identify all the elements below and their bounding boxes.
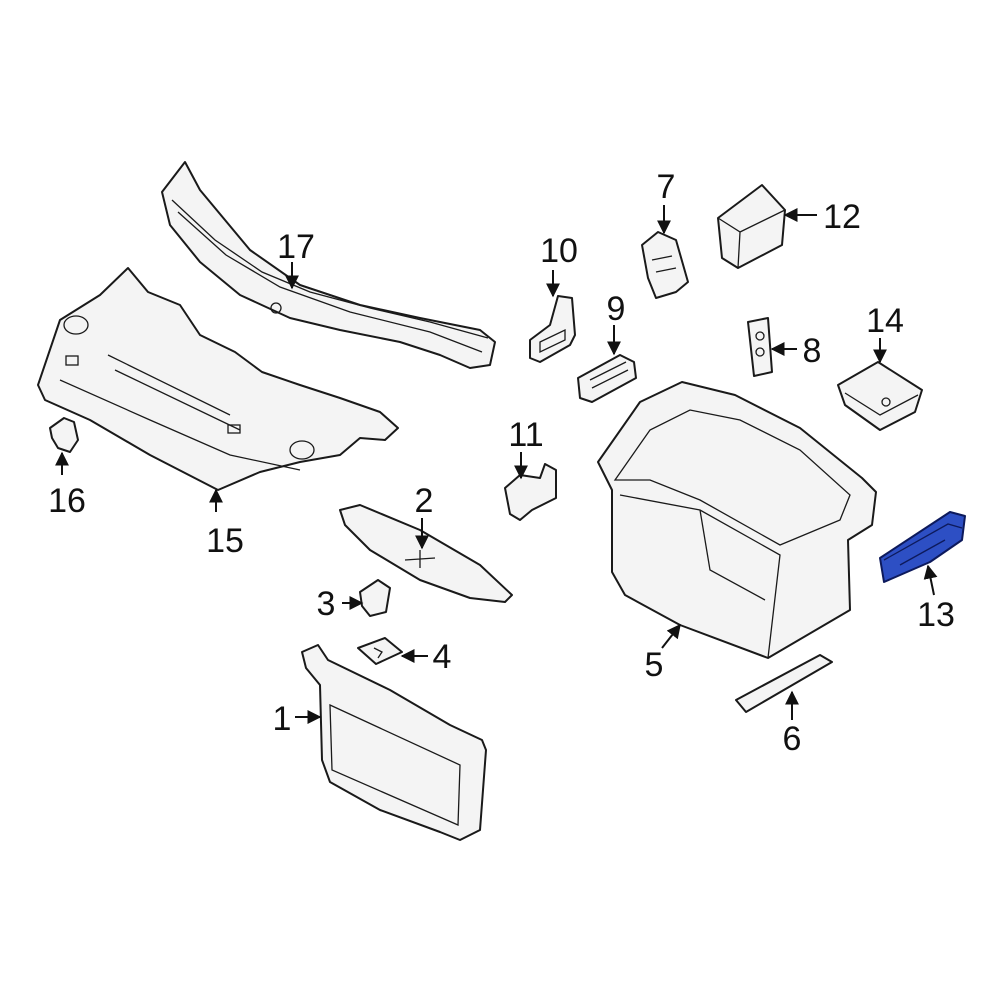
part-2-trim-strip: [339, 504, 513, 603]
part-13-highlighted: [879, 511, 966, 583]
callout-11: 11: [508, 416, 543, 454]
callout-leaders: [55, 205, 938, 724]
callout-15: 15: [206, 522, 244, 560]
callout-9: 9: [607, 290, 626, 328]
callout-4: 4: [433, 638, 452, 676]
callout-17: 17: [277, 228, 315, 266]
callout-7: 7: [657, 168, 676, 206]
part-3-bracket: [359, 579, 391, 617]
callout-12: 12: [823, 198, 861, 236]
callout-6: 6: [783, 720, 802, 758]
part-5-tray: [597, 381, 877, 659]
callout-2: 2: [415, 482, 434, 520]
part-4-clip: [357, 637, 403, 665]
part-16-clip: [49, 417, 79, 453]
part-17-cowl-panel: [161, 161, 496, 369]
part-8-bracket: [747, 317, 773, 377]
part-11-bracket: [504, 463, 557, 521]
part-14-module: [837, 361, 923, 431]
callout-8: 8: [803, 332, 822, 370]
callout-10: 10: [540, 232, 578, 270]
part-1-lower-panel: [301, 644, 487, 841]
part-15-cowl-cover: [37, 267, 399, 491]
part-7-bracket: [641, 231, 689, 299]
callout-14: 14: [866, 302, 904, 340]
part-6-strip: [735, 654, 833, 713]
callout-5: 5: [645, 646, 664, 684]
part-10-bracket: [529, 295, 576, 363]
callout-3: 3: [317, 585, 336, 623]
part-12-cover: [717, 184, 786, 269]
callout-1: 1: [273, 700, 292, 738]
callout-labels: 17 15 16 2 3 4 1 10 9 7 12 8 11 14 5 6 1…: [48, 168, 955, 758]
callout-16: 16: [48, 482, 86, 520]
part-9-vent: [577, 354, 637, 403]
callout-13: 13: [917, 596, 955, 634]
